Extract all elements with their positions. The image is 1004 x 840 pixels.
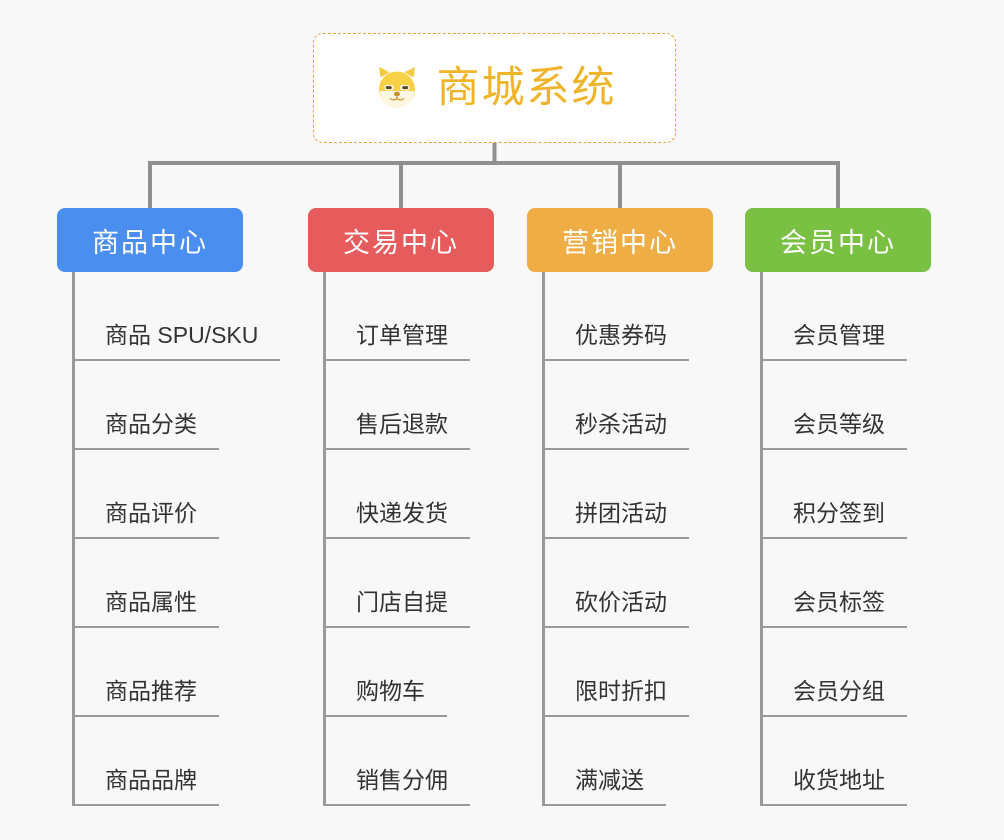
branch-spine [542, 272, 545, 806]
leaf-label: 积分签到 [760, 500, 907, 539]
branch-label: 交易中心 [343, 227, 459, 258]
leaf-item[interactable]: 秒杀活动 [527, 361, 713, 450]
leaf-label: 售后退款 [323, 411, 470, 450]
branch-head-member[interactable]: 会员中心 [745, 208, 931, 272]
branch-column-member: 会员中心 会员管理 会员等级 积分签到 会员标签 会员分组 收货地址 [745, 208, 931, 806]
leaf-label: 商品属性 [72, 589, 219, 628]
leaf-item[interactable]: 订单管理 [308, 272, 494, 361]
root-title: 商城系统 [436, 63, 617, 112]
branch-head-trade[interactable]: 交易中心 [308, 208, 494, 272]
leaf-label: 满减送 [542, 767, 666, 806]
leaf-label: 限时折扣 [542, 678, 689, 717]
leaf-label: 销售分佣 [323, 767, 470, 806]
leaf-item[interactable]: 会员等级 [745, 361, 931, 450]
branch-spine [760, 272, 763, 806]
leaf-item[interactable]: 快递发货 [308, 450, 494, 539]
leaf-item[interactable]: 会员标签 [745, 539, 931, 628]
leaf-item[interactable]: 拼团活动 [527, 450, 713, 539]
root-node[interactable]: 商城系统 [313, 33, 676, 143]
leaf-label: 会员标签 [760, 589, 907, 628]
leaf-item[interactable]: 商品分类 [57, 361, 243, 450]
leaf-item[interactable]: 满减送 [527, 717, 713, 806]
leaf-label: 秒杀活动 [542, 411, 689, 450]
leaf-item[interactable]: 限时折扣 [527, 628, 713, 717]
leaf-item[interactable]: 会员管理 [745, 272, 931, 361]
branch-head-product[interactable]: 商品中心 [57, 208, 243, 272]
leaf-item[interactable]: 商品评价 [57, 450, 243, 539]
leaf-item[interactable]: 商品 SPU/SKU [57, 272, 281, 361]
leaf-item[interactable]: 商品推荐 [57, 628, 243, 717]
branch-items-member: 会员管理 会员等级 积分签到 会员标签 会员分组 收货地址 [745, 272, 931, 806]
branch-label: 商品中心 [92, 227, 208, 258]
leaf-label: 会员管理 [760, 322, 907, 361]
branch-column-trade: 交易中心 订单管理 售后退款 快递发货 门店自提 购物车 销售分佣 [308, 208, 494, 806]
leaf-label: 商品分类 [72, 411, 219, 450]
leaf-label: 收货地址 [760, 767, 907, 806]
leaf-label: 快递发货 [323, 500, 470, 539]
leaf-item[interactable]: 砍价活动 [527, 539, 713, 628]
branch-spine [323, 272, 326, 806]
leaf-item[interactable]: 积分签到 [745, 450, 931, 539]
branch-label: 会员中心 [780, 227, 896, 258]
leaf-label: 商品推荐 [72, 678, 219, 717]
branch-items-product: 商品 SPU/SKU 商品分类 商品评价 商品属性 商品推荐 商品品牌 [57, 272, 281, 806]
leaf-item[interactable]: 商品属性 [57, 539, 243, 628]
leaf-item[interactable]: 销售分佣 [308, 717, 494, 806]
branch-column-product: 商品中心 商品 SPU/SKU 商品分类 商品评价 商品属性 商品推荐 商品品牌 [57, 208, 281, 806]
branch-items-trade: 订单管理 售后退款 快递发货 门店自提 购物车 销售分佣 [308, 272, 494, 806]
leaf-label: 商品评价 [72, 500, 219, 539]
leaf-label: 拼团活动 [542, 500, 689, 539]
branch-spine [72, 272, 75, 806]
leaf-item[interactable]: 会员分组 [745, 628, 931, 717]
leaf-label: 订单管理 [323, 322, 470, 361]
leaf-label: 会员分组 [760, 678, 907, 717]
shiba-dog-icon [378, 67, 415, 109]
leaf-label: 购物车 [323, 678, 447, 717]
leaf-label: 会员等级 [760, 411, 907, 450]
leaf-label: 门店自提 [323, 589, 470, 628]
leaf-item[interactable]: 售后退款 [308, 361, 494, 450]
branch-items-market: 优惠券码 秒杀活动 拼团活动 砍价活动 限时折扣 满减送 [527, 272, 713, 806]
leaf-item[interactable]: 门店自提 [308, 539, 494, 628]
leaf-item[interactable]: 收货地址 [745, 717, 931, 806]
leaf-item[interactable]: 商品品牌 [57, 717, 243, 806]
leaf-item[interactable]: 优惠券码 [527, 272, 713, 361]
leaf-label: 优惠券码 [542, 322, 689, 361]
leaf-item[interactable]: 购物车 [308, 628, 494, 717]
leaf-label: 商品 SPU/SKU [72, 322, 281, 361]
leaf-label: 商品品牌 [72, 767, 219, 806]
branch-label: 营销中心 [562, 227, 678, 258]
branch-column-market: 营销中心 优惠券码 秒杀活动 拼团活动 砍价活动 限时折扣 满减送 [527, 208, 713, 806]
branch-head-market[interactable]: 营销中心 [527, 208, 713, 272]
leaf-label: 砍价活动 [542, 589, 689, 628]
